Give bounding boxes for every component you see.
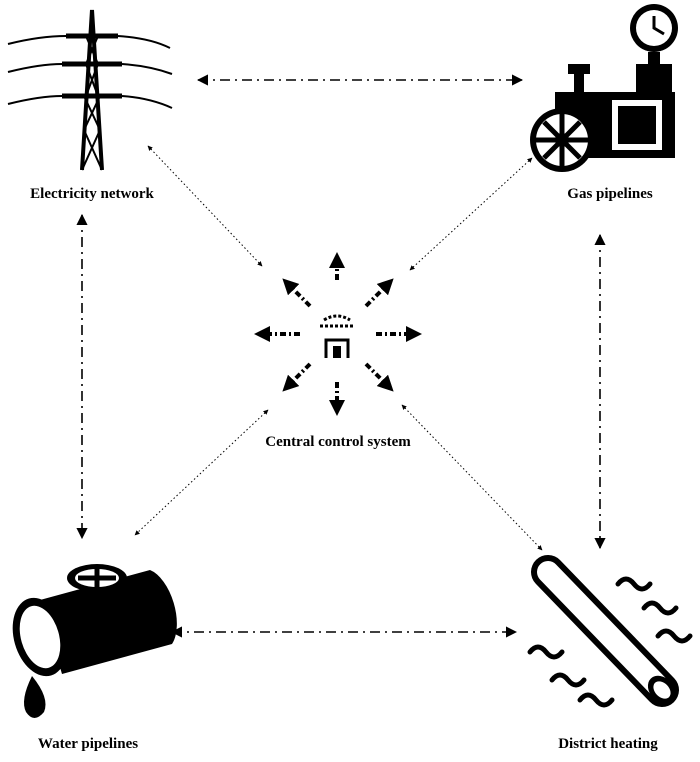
electricity-network-label: Electricity network: [30, 186, 154, 202]
heating-pipe-icon: [527, 555, 693, 708]
connection-control-electricity: [147, 145, 263, 267]
transmission-tower-icon: [7, 9, 173, 171]
water-pipelines-label: Water pipelines: [37, 736, 139, 752]
gas-pressure-station-icon: [530, 4, 678, 172]
connection-control-gas: [409, 157, 533, 271]
central-control-system-label: Central control system: [265, 434, 411, 450]
control-hub-icon: [254, 252, 422, 416]
gas-pipelines-label: Gas pipelines: [567, 186, 653, 202]
district-heating-label: District heating: [558, 736, 658, 752]
water-pipe-valve-icon: [12, 564, 177, 718]
connection-control-water: [134, 409, 269, 536]
connection-control-heating: [401, 404, 543, 551]
